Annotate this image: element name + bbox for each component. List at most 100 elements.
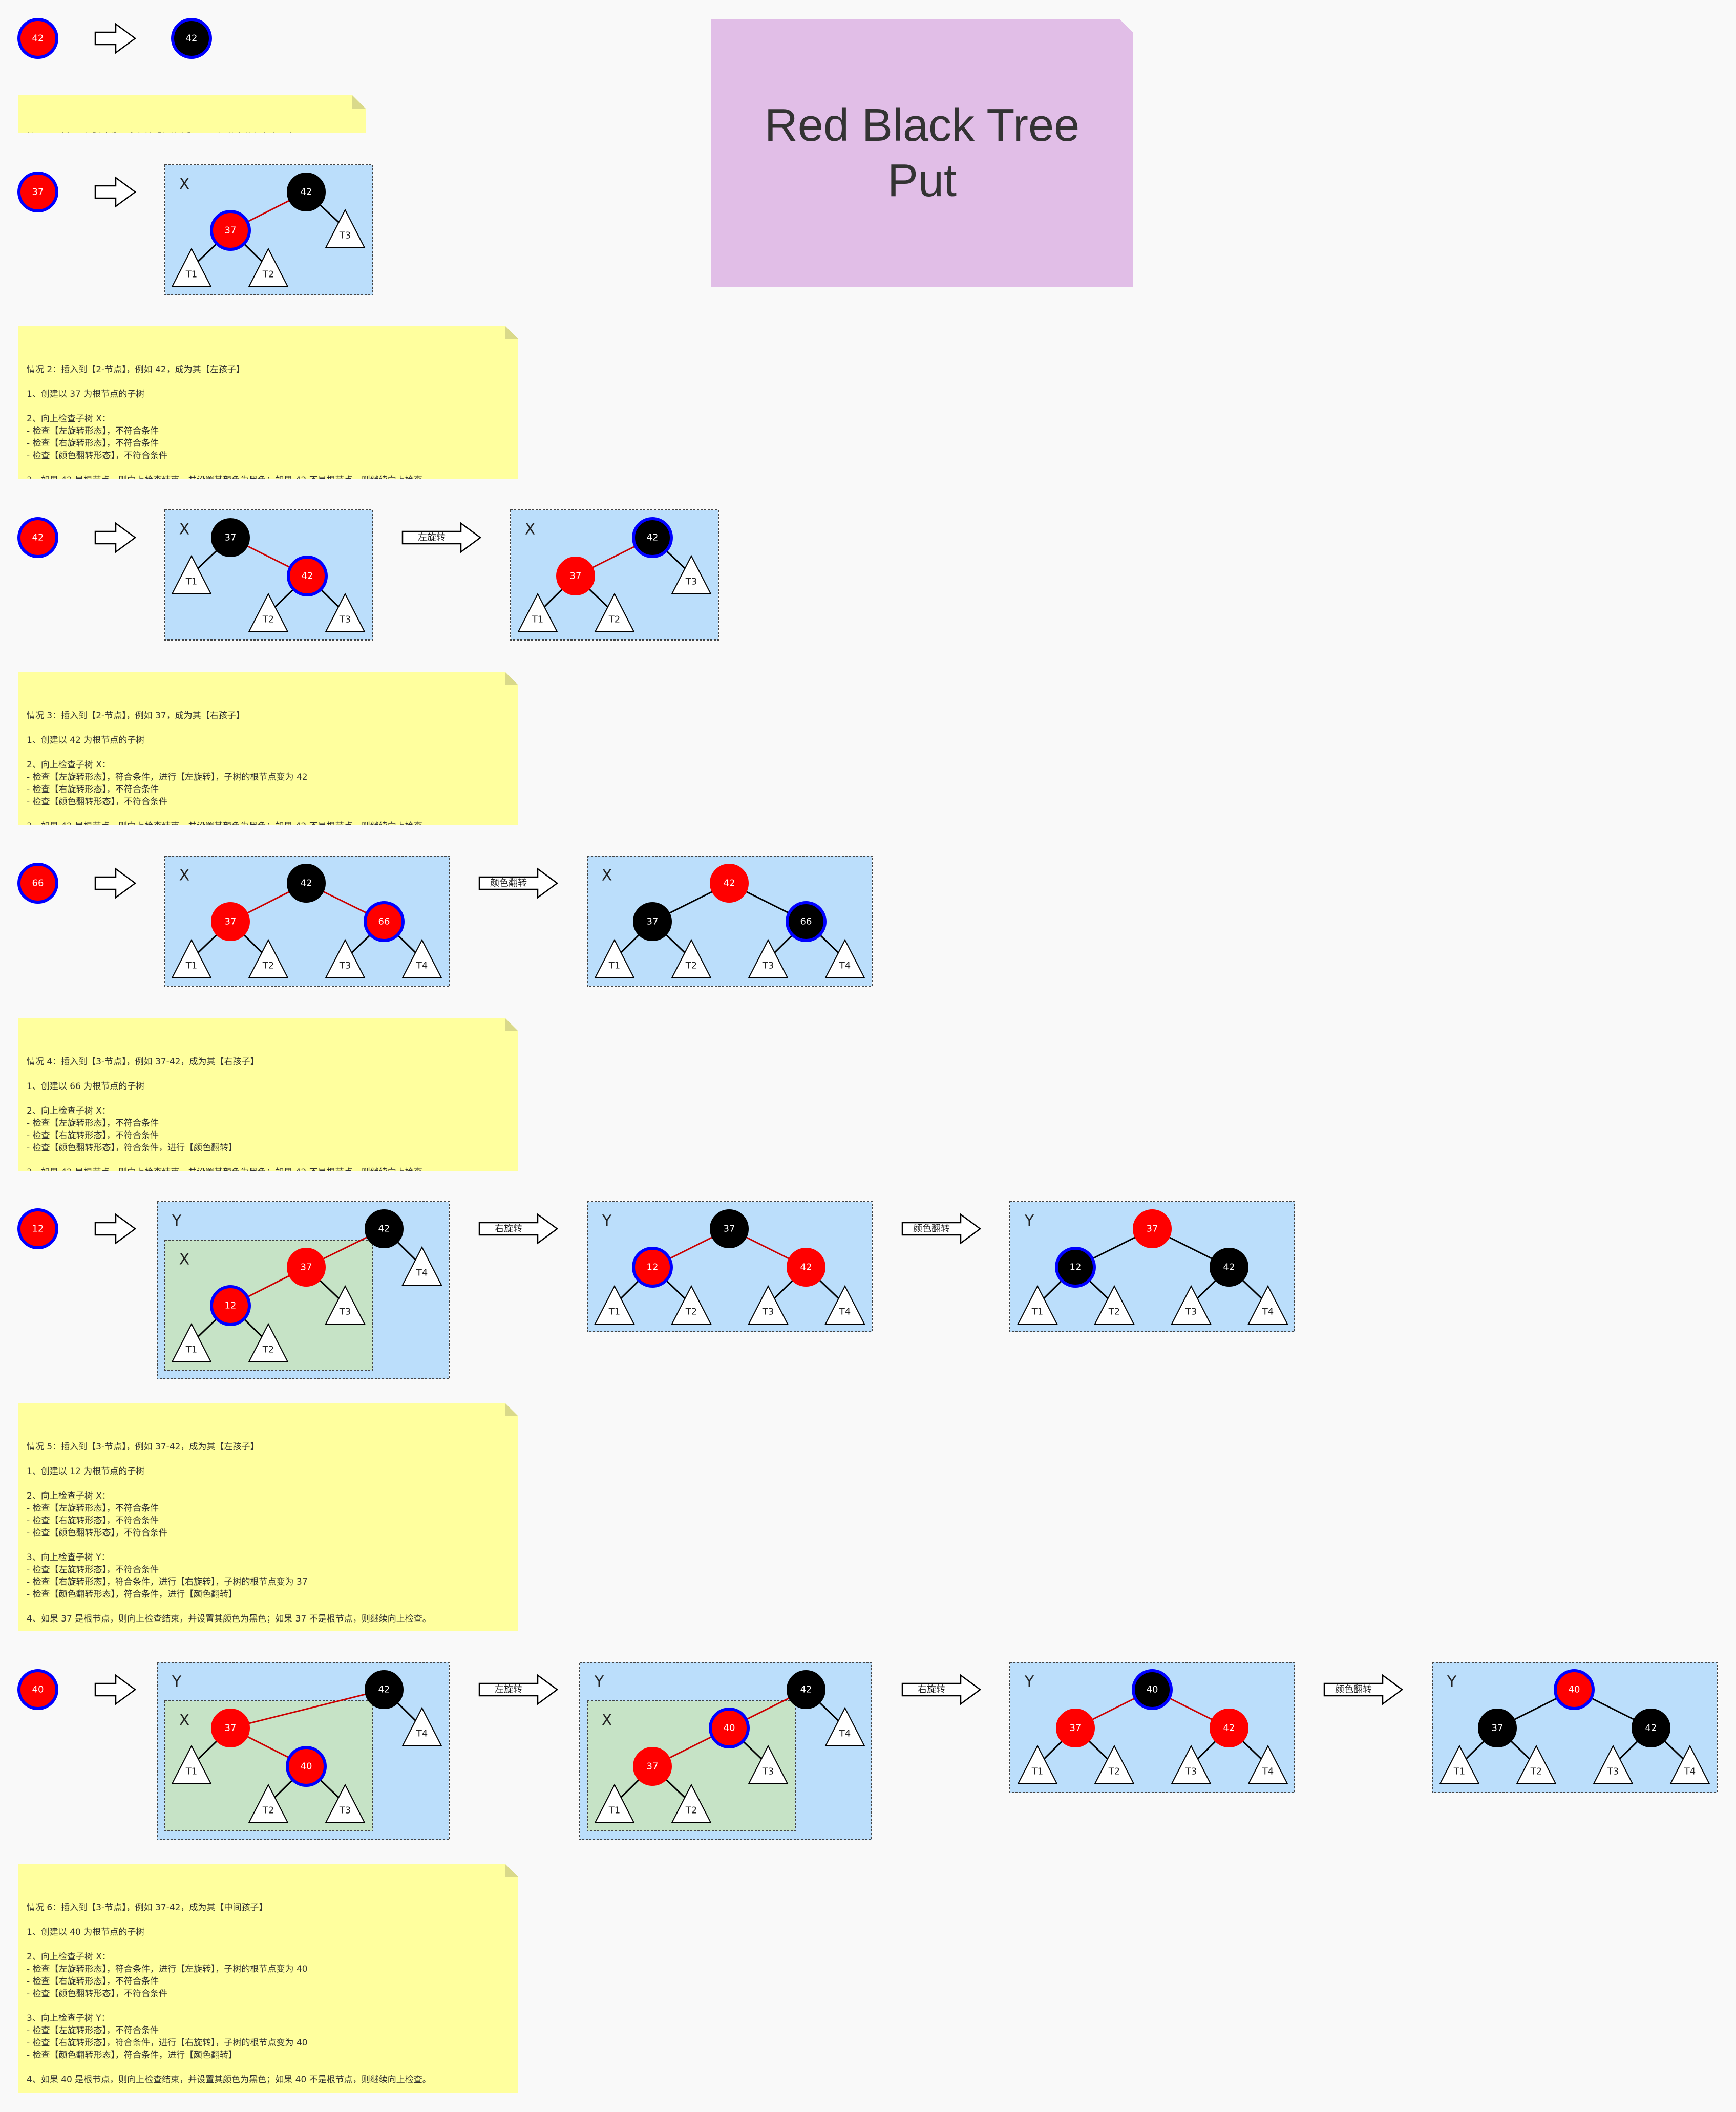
transform-arrow	[478, 1674, 559, 1705]
node-key: 42	[1645, 1723, 1657, 1734]
transform-arrow	[901, 1213, 982, 1245]
node-key: 42	[32, 33, 44, 44]
red-node	[709, 1708, 750, 1748]
case-6-note: 情况 6：插入到【3-节点】，例如 37-42，成为其【中间孩子】1、创建以 4…	[18, 1864, 518, 2093]
subtree-label: T2	[262, 961, 274, 971]
subtree-triangle	[171, 1744, 212, 1784]
note-line: - 检查【左旋转形态】，符合条件，进行【左旋转】，子树的根节点变为 40	[27, 1964, 308, 1974]
node-key: 37	[1492, 1723, 1504, 1734]
case-5-note: 情况 5：插入到【3-节点】，例如 37-42，成为其【左孩子】1、创建以 12…	[18, 1403, 518, 1631]
black-node	[365, 1209, 404, 1248]
subtree-triangle	[248, 1322, 289, 1362]
subtree-triangle	[248, 592, 289, 632]
note-line: 4、如果 37 是根节点，则向上检查结束，并设置其颜色为黑色；如果 37 不是根…	[27, 1614, 431, 1624]
red-node	[211, 1709, 250, 1747]
note-line: - 检查【颜色翻转形态】，符合条件，进行【颜色翻转】	[27, 1589, 238, 1599]
subtree-label: T4	[416, 961, 428, 971]
subtree-triangle	[1516, 1744, 1557, 1784]
node-key: 40	[1569, 1684, 1580, 1695]
node-key: 37	[647, 1761, 659, 1772]
note-line: 4、如果 40 是根节点，则向上检查结束，并设置其颜色为黑色；如果 40 不是根…	[27, 2075, 431, 2085]
node-key: 42	[800, 1262, 812, 1273]
subtree-label: T3	[339, 961, 351, 971]
subtree-box-label: X	[179, 1251, 190, 1269]
node-key: 42	[378, 1224, 390, 1234]
subtree-label: T1	[608, 1805, 620, 1816]
node-key: 12	[1070, 1262, 1082, 1273]
subtree-triangle	[1669, 1744, 1710, 1784]
subtree-label: T3	[762, 1307, 774, 1317]
red-node	[556, 557, 595, 595]
note-line: 1、创建以 37 为根节点的子树	[27, 389, 145, 399]
subtree-triangle	[171, 1322, 212, 1362]
subtree-triangle	[171, 938, 212, 978]
node-key: 12	[225, 1300, 237, 1311]
subtree-label: T2	[685, 1307, 697, 1317]
node-key: 66	[800, 916, 812, 927]
arrow-label: 左旋转	[418, 532, 446, 543]
subtree-label: T1	[185, 1345, 197, 1355]
subtree-triangle	[748, 938, 789, 978]
note-line: 3、向上检查子树 Y：	[27, 2013, 110, 2023]
subtree-triangle	[824, 1706, 865, 1746]
note-line: 2、向上检查子树 X：	[27, 414, 111, 424]
subtree-box-label: Y	[172, 1212, 182, 1230]
transform-arrow	[478, 867, 559, 899]
node-key: 42	[186, 33, 198, 44]
red-node	[287, 556, 328, 596]
subtree-triangle	[1171, 1744, 1212, 1784]
red-node	[210, 210, 251, 251]
note-line: 1、创建以 42 为根节点的子树	[27, 735, 145, 745]
node-key: 42	[1223, 1262, 1235, 1273]
note-line: - 检查【左旋转形态】，不符合条件	[27, 1503, 159, 1513]
note-line: - 检查【颜色翻转形态】，不符合条件	[27, 451, 168, 461]
subtree-label: T3	[339, 230, 351, 241]
insert-arrow	[94, 1213, 137, 1245]
subtree-label: T3	[339, 1307, 351, 1317]
red-node	[17, 1669, 58, 1710]
subtree-label: T1	[185, 1766, 197, 1777]
subtree-label: T3	[339, 614, 351, 625]
subtree-triangle	[517, 592, 558, 632]
node-key: 42	[32, 532, 44, 543]
subtree-triangle	[401, 1246, 442, 1286]
note-line: 情况 5：插入到【3-节点】，例如 37-42，成为其【左孩子】	[27, 1442, 259, 1452]
subtree-label: T4	[416, 1729, 428, 1739]
subtree-triangle	[401, 1706, 442, 1746]
subtree-label: T4	[1684, 1766, 1696, 1777]
node-key: 37	[1070, 1723, 1082, 1734]
subtree-label: T4	[839, 961, 851, 971]
node-key: 12	[647, 1262, 659, 1273]
subtree-box-label: Y	[1024, 1673, 1034, 1691]
node-key: 37	[1147, 1224, 1158, 1234]
subtree-triangle	[594, 938, 635, 978]
red-node	[17, 517, 58, 558]
subtree-label: T1	[608, 1307, 620, 1317]
black-node	[633, 902, 672, 941]
note-line: - 检查【左旋转形态】，不符合条件	[27, 426, 159, 436]
arrow-label: 左旋转	[495, 1684, 522, 1695]
subtree-triangle	[171, 554, 212, 594]
subtree-label: T3	[1185, 1307, 1197, 1317]
black-node	[211, 518, 250, 557]
arrow-label: 右旋转	[495, 1224, 522, 1234]
subtree-triangle	[748, 1285, 789, 1325]
subtree-label: T1	[185, 577, 197, 587]
subtree-label: T1	[1031, 1307, 1043, 1317]
subtree-label: T2	[262, 1805, 274, 1816]
note-line: - 检查【右旋转形态】，不符合条件	[27, 438, 159, 449]
subtree-label: T3	[1607, 1766, 1619, 1777]
node-key: 40	[301, 1761, 312, 1772]
insert-arrow	[94, 522, 137, 553]
note-line: - 检查【右旋转形态】，符合条件，进行【右旋转】，子树的根节点变为 37	[27, 1577, 308, 1587]
red-node	[364, 901, 405, 942]
transform-arrow	[901, 1674, 982, 1705]
subtree-label: T3	[762, 961, 774, 971]
subtree-triangle	[248, 1783, 289, 1823]
black-node	[1478, 1709, 1517, 1747]
black-node	[1632, 1709, 1670, 1747]
subtree-triangle	[671, 554, 712, 594]
red-node	[1056, 1709, 1095, 1747]
note-line: - 检查【右旋转形态】，不符合条件	[27, 784, 159, 795]
subtree-triangle	[1017, 1744, 1058, 1784]
